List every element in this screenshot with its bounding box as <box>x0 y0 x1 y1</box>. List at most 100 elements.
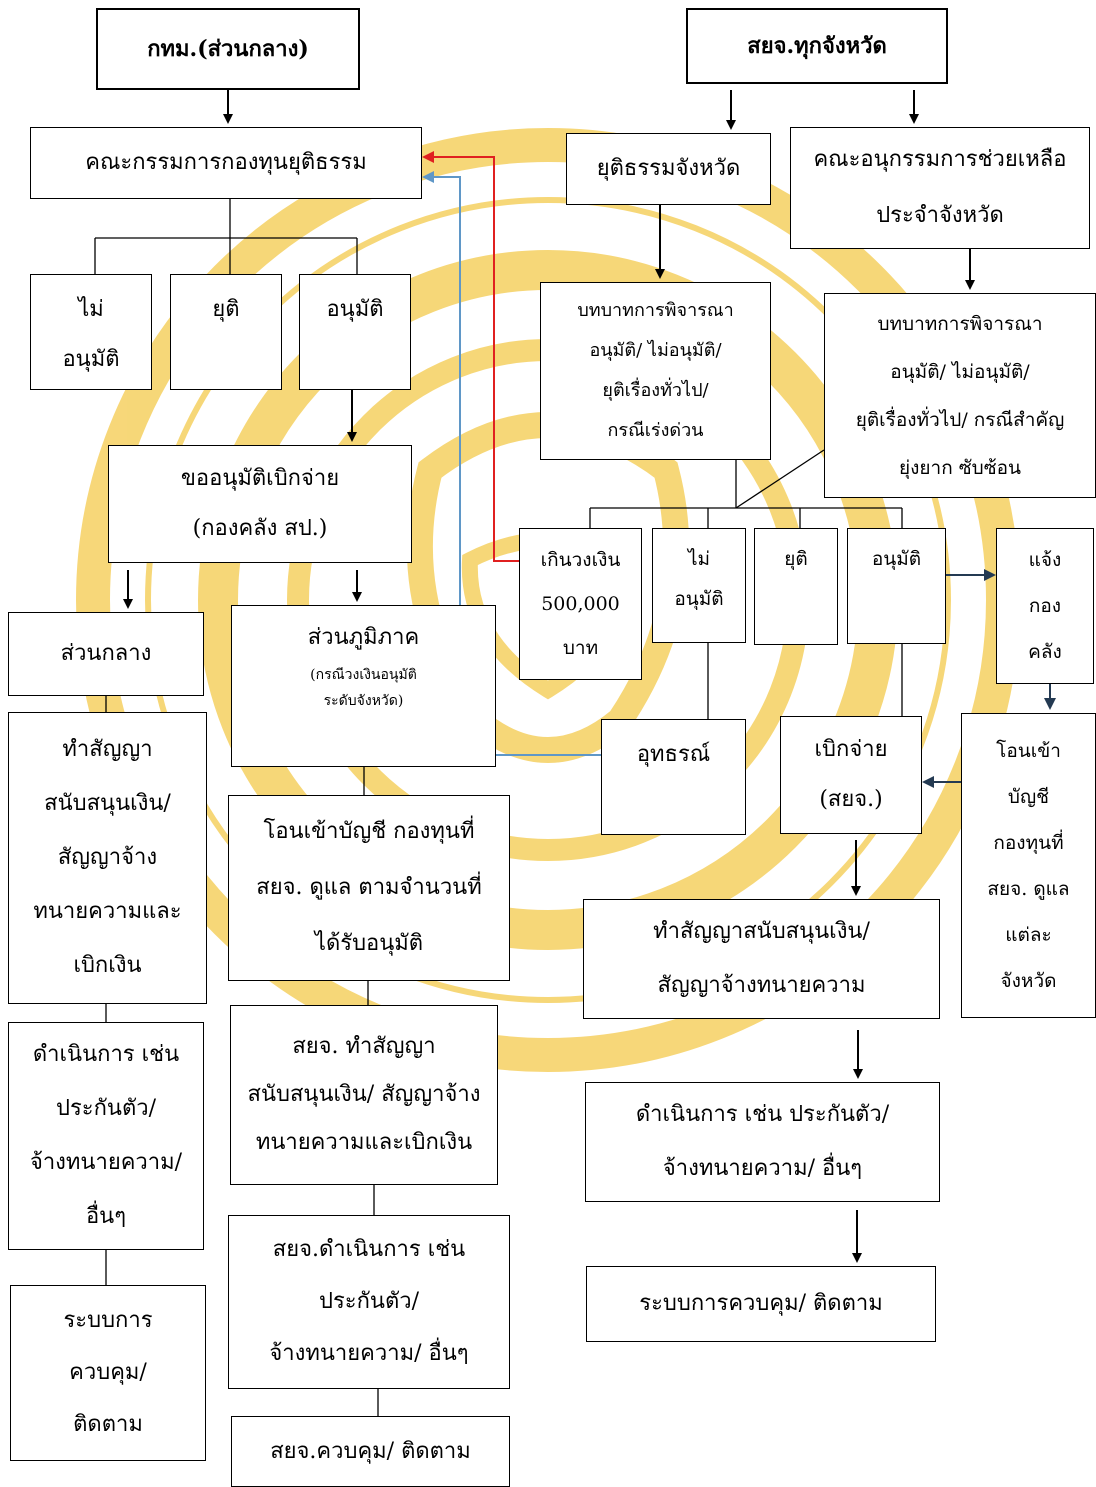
regional-unit-title: ส่วนภูมิภาค <box>307 625 420 650</box>
central-control-line-2: ควบคุม/ <box>69 1360 147 1385</box>
right-not-approved-line-1: ไม่ <box>687 548 711 570</box>
transfer-provincial-line-6: จังหวัด <box>1000 969 1057 992</box>
right-terminate-text: ยุติ <box>784 548 808 570</box>
notify-finance-division: แจ้ง กอง คลัง <box>996 528 1094 684</box>
left-not-approved-line-1: ไม่ <box>78 297 104 322</box>
disbursement-request-line-2: (กองคลัง สป.) <box>192 516 328 541</box>
arrow-appeal-to-committee <box>422 171 601 756</box>
left-approved: อนุมัติ <box>299 274 411 390</box>
transfer-provincial-line-3: กองทุนที่ <box>993 831 1064 854</box>
central-operate: ดำเนินการ เช่น ประกันตัว/ จ้างทนายความ/ … <box>8 1022 204 1250</box>
notify-finance-line-1: แจ้ง <box>1028 549 1062 571</box>
consideration-role-general: บทบาทการพิจารณา อนุมัติ/ ไม่อนุมัติ/ ยุต… <box>540 282 771 460</box>
consideration-role-complex-line-4: ยุ่งยาก ซับซ้อน <box>898 456 1021 479</box>
regional-contract-line-1: สยจ. ทำสัญญา <box>292 1034 436 1059</box>
left-approved-text: อนุมัติ <box>326 297 384 322</box>
provincial-offices-header-text: สยจ.ทุกจังหวัด <box>747 33 887 59</box>
appeal-text: อุทธรณ์ <box>636 742 711 767</box>
right-terminate: ยุติ <box>754 528 838 645</box>
transfer-provincial-line-2: บัญชี <box>1007 785 1050 808</box>
over-budget-limit-line-3: บาท <box>562 637 599 659</box>
provincial-contract-line-2: สัญญาจ้างทนายความ <box>657 973 866 998</box>
consideration-role-general-line-3: ยุติเรื่องทั่วไป/ <box>602 380 709 401</box>
regional-control-text: สยจ.ควบคุม/ ติดตาม <box>270 1438 471 1464</box>
consideration-role-general-line-4: กรณีเร่งด่วน <box>607 420 704 441</box>
line-role-complex-diagonal <box>735 449 825 509</box>
regional-transfer: โอนเข้าบัญชี กองทุนที่ สยจ. ดูแล ตามจำนว… <box>228 795 510 981</box>
provincial-justice-text: ยุติธรรมจังหวัด <box>596 156 741 181</box>
disburse-provincial: เบิกจ่าย (สยจ.) <box>780 716 922 834</box>
central-unit-text: ส่วนกลาง <box>60 641 152 666</box>
provincial-subcommittee: คณะอนุกรรมการช่วยเหลือ ประจำจังหวัด <box>790 127 1090 249</box>
over-budget-limit-line-1: เกินวงเงิน <box>540 549 621 571</box>
left-not-approved: ไม่ อนุมัติ <box>30 274 152 390</box>
central-operate-line-1: ดำเนินการ เช่น <box>32 1042 180 1067</box>
transfer-provincial-line-4: สยจ. ดูแล <box>987 877 1070 900</box>
left-terminate-text: ยุติ <box>212 297 240 322</box>
central-operate-line-4: อื่นๆ <box>85 1204 127 1229</box>
notify-finance-line-2: กอง <box>1028 595 1062 617</box>
right-not-approved-line-2: อนุมัติ <box>674 588 724 610</box>
regional-transfer-line-2: สยจ. ดูแล ตามจำนวนที่ <box>256 875 482 900</box>
bangkok-central-header: กทม.(ส่วนกลาง) <box>96 8 360 90</box>
regional-contract-line-2: สนับสนุนเงิน/ สัญญาจ้าง <box>247 1082 481 1107</box>
transfer-provincial-line-5: แต่ละ <box>1005 923 1052 946</box>
provincial-offices-header: สยจ.ทุกจังหวัด <box>686 8 948 84</box>
regional-control: สยจ.ควบคุม/ ติดตาม <box>231 1416 510 1487</box>
over-budget-limit-line-2: 500,000 <box>541 593 620 615</box>
central-contract-line-1: ทำสัญญา <box>62 737 153 762</box>
provincial-control-text: ระบบการควบคุม/ ติดตาม <box>639 1291 883 1316</box>
regional-operate-line-1: สยจ.ดำเนินการ เช่น <box>272 1237 466 1262</box>
right-approved-text: อนุมัติ <box>871 548 922 570</box>
central-contract-line-5: เบิกเงิน <box>73 953 142 978</box>
regional-contract: สยจ. ทำสัญญา สนับสนุนเงิน/ สัญญาจ้าง ทนา… <box>230 1005 498 1185</box>
central-control-line-1: ระบบการ <box>63 1308 153 1333</box>
regional-unit: ส่วนภูมิภาค (กรณีวงเงินอนุมัติ ระดับจังห… <box>231 605 496 767</box>
provincial-operate-line-1: ดำเนินการ เช่น ประกันตัว/ <box>635 1102 890 1127</box>
right-approved: อนุมัติ <box>847 528 946 644</box>
consideration-role-complex: บทบาทการพิจารณา อนุมัติ/ ไม่อนุมัติ/ ยุต… <box>824 293 1096 498</box>
regional-transfer-line-1: โอนเข้าบัญชี กองทุนที่ <box>263 819 475 844</box>
regional-unit-note-1: (กรณีวงเงินอนุมัติ <box>310 667 417 683</box>
regional-contract-line-3: ทนายความและเบิกเงิน <box>255 1130 473 1155</box>
consideration-role-complex-line-3: ยุติเรื่องทั่วไป/ กรณีสำคัญ <box>855 408 1065 431</box>
disbursement-request: ขออนุมัติเบิกจ่าย (กองคลัง สป.) <box>108 445 412 563</box>
central-control: ระบบการ ควบคุม/ ติดตาม <box>10 1285 206 1461</box>
central-control-line-3: ติดตาม <box>73 1412 143 1437</box>
regional-operate-line-3: จ้างทนายความ/ อื่นๆ <box>269 1341 469 1366</box>
transfer-provincial-account: โอนเข้า บัญชี กองทุนที่ สยจ. ดูแล แต่ละ … <box>961 713 1096 1018</box>
central-contract: ทำสัญญา สนับสนุนเงิน/ สัญญาจ้าง ทนายความ… <box>8 712 207 1004</box>
provincial-contract-line-1: ทำสัญญาสนับสนุนเงิน/ <box>653 919 870 944</box>
central-operate-line-3: จ้างทนายความ/ <box>29 1150 183 1175</box>
appeal: อุทธรณ์ <box>601 719 746 835</box>
regional-unit-note-2: ระดับจังหวัด) <box>323 693 404 709</box>
central-operate-line-2: ประกันตัว/ <box>55 1096 156 1121</box>
right-not-approved: ไม่ อนุมัติ <box>652 528 746 643</box>
disbursement-request-line-1: ขออนุมัติเบิกจ่าย <box>180 466 340 491</box>
provincial-contract: ทำสัญญาสนับสนุนเงิน/ สัญญาจ้างทนายความ <box>583 899 940 1019</box>
over-budget-limit: เกินวงเงิน 500,000 บาท <box>519 528 642 680</box>
provincial-control: ระบบการควบคุม/ ติดตาม <box>586 1266 936 1342</box>
consideration-role-general-line-1: บทบาทการพิจารณา <box>577 300 734 321</box>
provincial-justice: ยุติธรรมจังหวัด <box>566 133 771 205</box>
central-contract-line-2: สนับสนุนเงิน/ <box>44 791 171 816</box>
central-contract-line-4: ทนายความและ <box>33 899 182 924</box>
disburse-provincial-line-1: เบิกจ่าย <box>814 737 888 762</box>
transfer-provincial-line-1: โอนเข้า <box>996 739 1061 762</box>
justice-fund-committee-text: คณะกรรมการกองทุนยุติธรรม <box>85 150 367 175</box>
bangkok-central-header-text: กทม.(ส่วนกลาง) <box>147 36 309 62</box>
left-not-approved-line-2: อนุมัติ <box>62 347 120 372</box>
disburse-provincial-line-2: (สยจ.) <box>819 787 883 812</box>
provincial-operate: ดำเนินการ เช่น ประกันตัว/ จ้างทนายความ/ … <box>585 1082 940 1202</box>
regional-operate-line-2: ประกันตัว/ <box>318 1289 419 1314</box>
provincial-subcommittee-line-2: ประจำจังหวัด <box>876 203 1004 228</box>
regional-transfer-line-3: ได้รับอนุมัติ <box>314 931 424 956</box>
notify-finance-line-3: คลัง <box>1028 641 1062 663</box>
consideration-role-general-line-2: อนุมัติ/ ไม่อนุมัติ/ <box>589 340 722 361</box>
central-unit: ส่วนกลาง <box>8 612 204 696</box>
provincial-operate-line-2: จ้างทนายความ/ อื่นๆ <box>662 1156 863 1181</box>
regional-operate: สยจ.ดำเนินการ เช่น ประกันตัว/ จ้างทนายคว… <box>228 1215 510 1389</box>
consideration-role-complex-line-2: อนุมัติ/ ไม่อนุมัติ/ <box>890 360 1030 383</box>
provincial-subcommittee-line-1: คณะอนุกรรมการช่วยเหลือ <box>813 147 1067 172</box>
